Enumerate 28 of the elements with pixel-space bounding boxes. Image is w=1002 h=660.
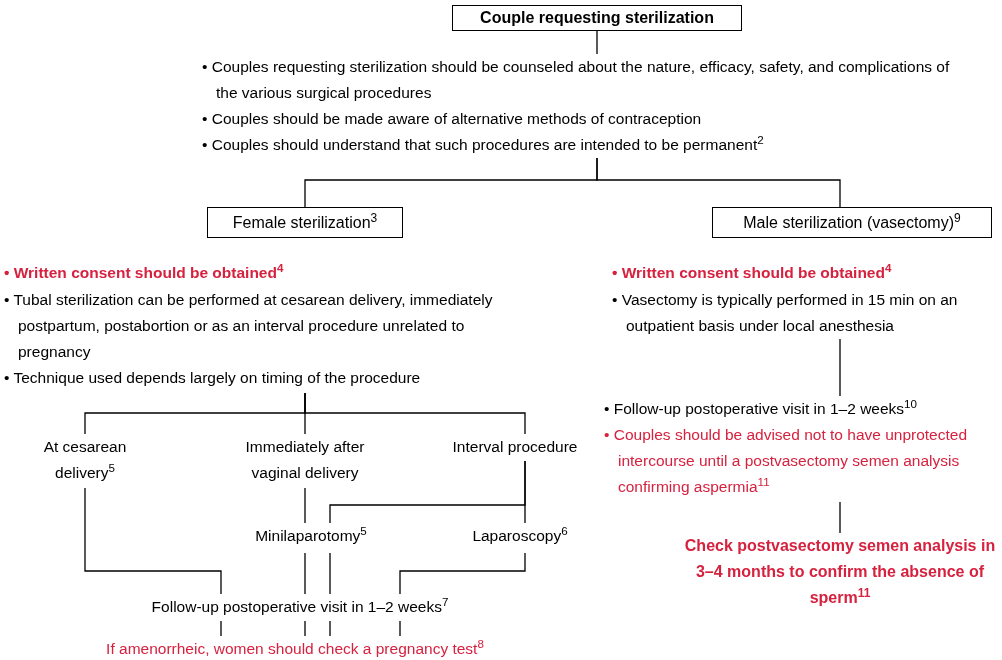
counseling-list: • Couples should understand that such procedures are intended to be permanent$^{2}$ <box>202 132 954 158</box>
connector-line <box>596 157 841 208</box>
connector-line <box>399 620 401 637</box>
connector-line <box>304 552 306 595</box>
female-notes: • Tubal sterilization can be performed at cesarean delivery, immediately postpartum, postabortion or as an interval procedure unrelated to pregnancy <box>4 290 494 362</box>
advice-note: • Couples should be advised not to have unprotected intercourse until a postvasectomy semen analysis confirming aspermia$^{11}$ <box>604 425 969 497</box>
consent-note: • Written consent should be obtained$^{4}$ <box>4 260 285 283</box>
follow-up-note: • Follow-up postoperative visit in 1–2 weeks$^{10}$ <box>604 396 918 419</box>
connector-line <box>839 501 841 534</box>
connector-line <box>304 487 306 524</box>
connector-line <box>304 392 526 435</box>
start-box: Couple requesting sterilization <box>452 5 742 31</box>
connector-line <box>329 552 331 595</box>
counseling-list: • Couples should be made aware of alternative methods of contraception <box>202 106 954 132</box>
connector-line <box>839 338 841 397</box>
counseling-list: • Couples requesting sterilization should be counseled about the nature, efficacy, safety, and complications of the various surgical procedures <box>202 54 954 106</box>
connector-line <box>84 487 222 595</box>
connector-line <box>399 552 526 595</box>
connector-line <box>524 460 526 524</box>
connector-line <box>220 620 222 637</box>
connector-line <box>596 30 598 55</box>
process-box: Male sterilization (vasectomy)$^{9}$ <box>712 207 992 238</box>
process-box: Female sterilization$^{3}$ <box>207 207 403 238</box>
connector-line <box>304 620 306 637</box>
female-notes: • Technique used depends largely on timing of the procedure <box>4 368 422 388</box>
vasectomy-note: • Vasectomy is typically performed in 15 min on an outpatient basis under local anesthesia <box>612 290 959 336</box>
consent-note: • Written consent should be obtained$^{4}$ <box>612 260 893 283</box>
connector-line <box>329 620 331 637</box>
